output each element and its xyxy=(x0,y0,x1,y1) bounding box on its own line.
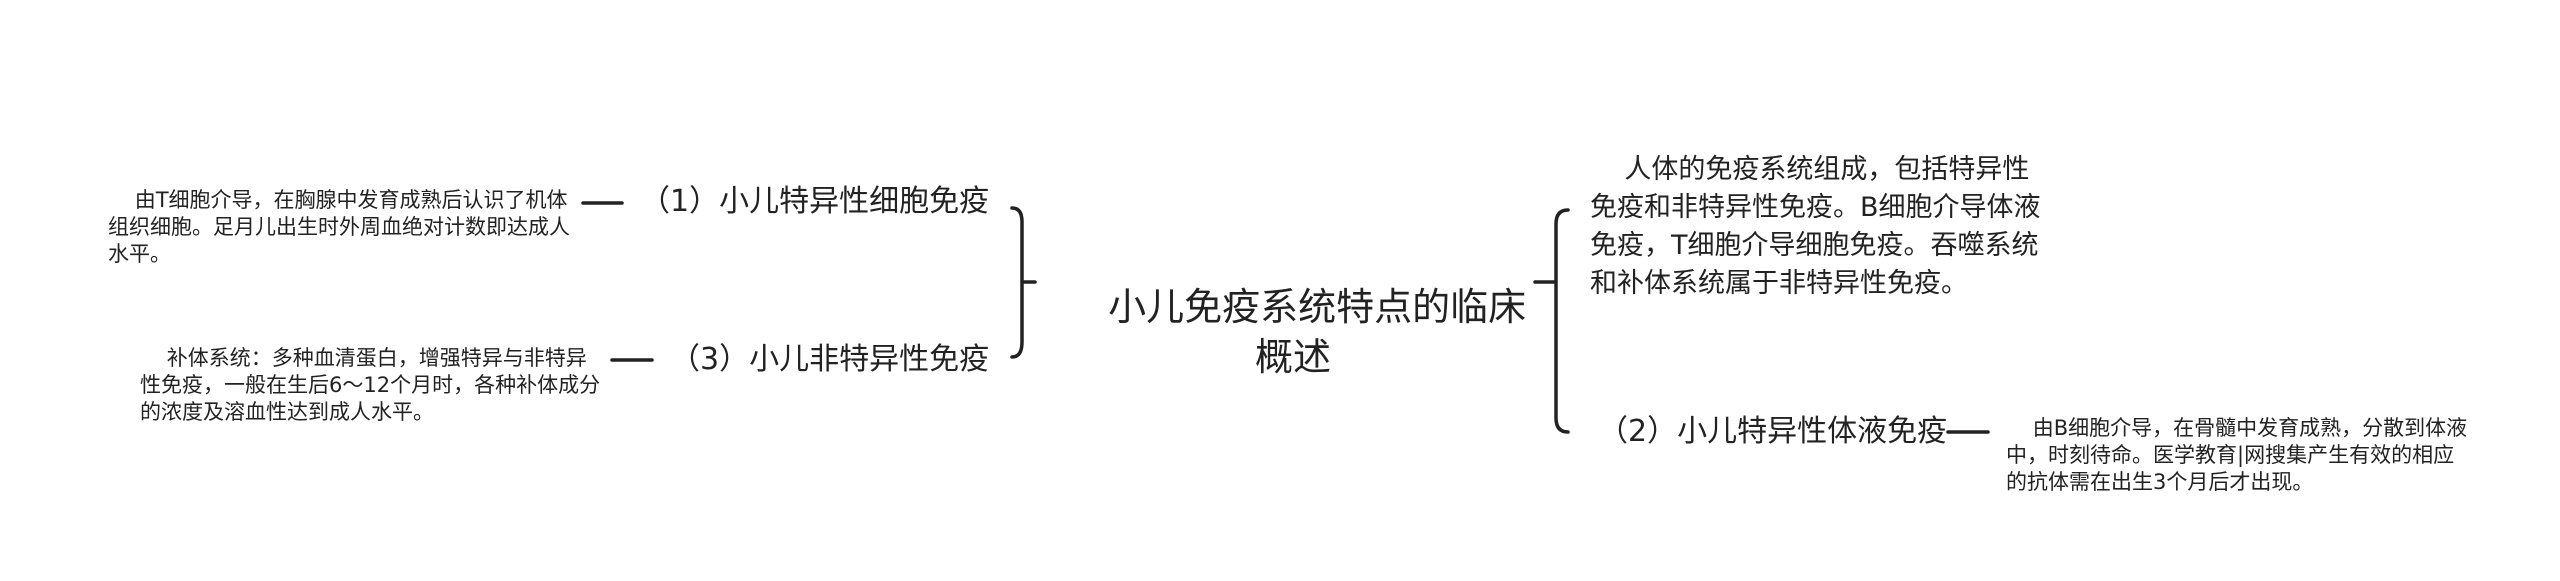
leaf-text-2: 由B细胞介导，在骨髓中发育成熟，分散到体液中，时刻待命。医学教育|网搜集产生有效… xyxy=(2006,416,2468,494)
branch-node-3[interactable]: （3）小儿非特异性免疫 xyxy=(670,340,989,380)
left-bracket xyxy=(1010,206,1037,359)
leaf-node-3[interactable]: 补体系统：多种血清蛋白，增强特异与非特异性免疫，一般在生后6～12个月时，各种补… xyxy=(140,318,606,453)
leaf-text-3: 补体系统：多种血清蛋白，增强特异与非特异性免疫，一般在生后6～12个月时，各种补… xyxy=(140,346,601,424)
root-topic[interactable]: 小儿免疫系统特点的临床概述 xyxy=(1058,232,1528,432)
right-bracket xyxy=(1533,208,1570,434)
summary-text: 人体的免疫系统组成，包括特异性免疫和非特异性免疫。B细胞介导体液免疫，T细胞介导… xyxy=(1590,154,2041,299)
leaf-node-2[interactable]: 由B细胞介导，在骨髓中发育成熟，分散到体液中，时刻待命。医学教育|网搜集产生有效… xyxy=(2006,388,2468,523)
branch-label-3: （3）小儿非特异性免疫 xyxy=(670,342,990,377)
leaf-node-1[interactable]: 由T细胞介导，在胸腺中发育成熟后认识了机体组织细胞。足月儿出生时外周血绝对计数即… xyxy=(108,160,576,295)
branch-node-1[interactable]: （1）小儿特异性细胞免疫 xyxy=(640,182,989,222)
root-topic-text: 小儿免疫系统特点的临床概述 xyxy=(1108,285,1527,379)
summary-node[interactable]: 人体的免疫系统组成，包括特异性免疫和非特异性免疫。B细胞介导体液免疫，T细胞介导… xyxy=(1590,113,2050,341)
branch-node-2[interactable]: （2）小儿特异性体液免疫 xyxy=(1598,412,1947,452)
branch-label-2: （2）小儿特异性体液免疫 xyxy=(1598,414,1948,449)
leaf-text-1: 由T细胞介导，在胸腺中发育成熟后认识了机体组织细胞。足月儿出生时外周血绝对计数即… xyxy=(108,188,570,266)
branch-label-1: （1）小儿特异性细胞免疫 xyxy=(640,184,990,219)
